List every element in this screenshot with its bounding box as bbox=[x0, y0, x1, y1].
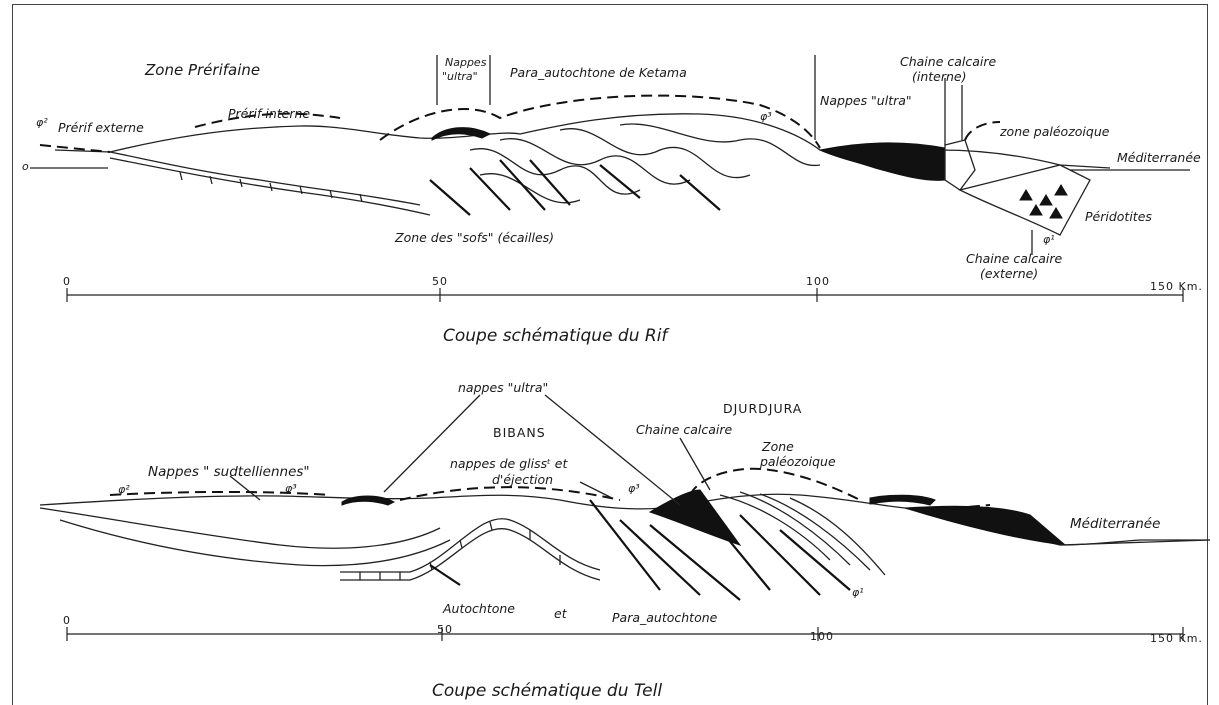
tell-scale-tick-150: 150 Km. bbox=[1150, 632, 1203, 645]
rif-label-chaine-externe-2: (externe) bbox=[980, 266, 1038, 281]
rif-peridotite-triangles bbox=[1020, 185, 1067, 218]
tell-scale-tick-50: 50 bbox=[437, 623, 453, 636]
rif-label-nappes-box-2: "ultra" bbox=[442, 70, 478, 83]
tell-label-mediterranee: Méditerranée bbox=[1070, 516, 1160, 532]
tell-label-djurdjura: DJURDJURA bbox=[723, 401, 802, 416]
rif-label-chaine-externe-1: Chaine calcaire bbox=[966, 251, 1063, 266]
rif-thrust-faults bbox=[430, 160, 720, 215]
tell-arrow-ultra-left bbox=[384, 395, 480, 492]
rif-phi3-envelope bbox=[380, 96, 820, 148]
rif-label-para-autochtone: Para_autochtone de Ketama bbox=[510, 65, 687, 80]
rif-folded-strata bbox=[470, 124, 820, 203]
rif-scale-tick-0: 0 bbox=[63, 275, 71, 288]
tell-base-line bbox=[40, 508, 440, 548]
tell-label-gliss-1: nappes de glissᵗ et bbox=[450, 456, 568, 471]
rif-scale-tick-50: 50 bbox=[432, 275, 448, 288]
rif-chaine-calcaire bbox=[945, 140, 975, 190]
rif-label-prerif-externe: Prérif externe bbox=[58, 120, 144, 135]
rif-label-phi3: φ³ bbox=[760, 110, 772, 123]
tell-label-nappes-ultra: nappes "ultra" bbox=[458, 380, 548, 395]
tell-label-phi3-left: φ³ bbox=[285, 482, 297, 495]
tell-label-bibans: BIBANS bbox=[493, 425, 546, 440]
rif-label-chaine-interne-2: (interne) bbox=[912, 69, 967, 84]
rif-scale-tick-150: 150 Km. bbox=[1150, 280, 1203, 293]
tell-label-chaine-calcaire: Chaine calcaire bbox=[636, 422, 733, 437]
tell-arrow-chaine bbox=[680, 438, 710, 490]
tell-phi2-envelope bbox=[110, 492, 330, 495]
rif-label-phi2: φ² bbox=[36, 116, 48, 129]
rif-caption: Coupe schématique du Rif bbox=[443, 326, 670, 346]
tell-label-para-autochtone: Para_autochtone bbox=[612, 610, 718, 625]
rif-label-nappes-ultra: Nappes "ultra" bbox=[820, 93, 912, 108]
tell-arrow-ultra-right bbox=[545, 395, 680, 505]
tell-label-gliss-2: d'éjection bbox=[492, 472, 553, 487]
rif-base-line bbox=[110, 152, 420, 205]
tell-label-phi2: φ² bbox=[118, 483, 130, 496]
rif-section: Zone Prérifaine Nappes "ultra" Para_auto… bbox=[22, 54, 1203, 346]
rif-label-prerif-interne: Prérif interne bbox=[228, 106, 310, 121]
tell-label-et: et bbox=[554, 606, 568, 621]
rif-zone-paleozoique-envelope bbox=[965, 122, 1000, 140]
tell-djurdjura-envelope bbox=[690, 469, 860, 500]
rif-label-phi1: φ¹ bbox=[1043, 233, 1055, 246]
tell-carbonate-bricks bbox=[360, 522, 560, 580]
rif-label-zero: o bbox=[22, 160, 29, 173]
rif-scale-tick-100: 100 bbox=[806, 275, 830, 288]
rif-label-zone-prerifaine: Zone Prérifaine bbox=[144, 61, 260, 79]
tell-label-zone-1: Zone bbox=[761, 439, 794, 454]
rif-label-zone-sofs: Zone des "sofs" (écailles) bbox=[394, 230, 554, 245]
rif-base-line-2 bbox=[110, 158, 430, 215]
tell-djurdjura-strata bbox=[720, 492, 885, 575]
tell-label-autochtone: Autochtone bbox=[442, 601, 515, 616]
tell-caption: Coupe schématique du Tell bbox=[432, 681, 662, 701]
tell-mediterranean-nappe bbox=[905, 506, 1065, 545]
rif-label-peridotites: Péridotites bbox=[1085, 209, 1152, 224]
rif-label-zone-paleozoique: zone paléozoique bbox=[999, 124, 1110, 139]
tell-label-nappes-sudtelliennes: Nappes " sudtelliennes" bbox=[148, 464, 310, 480]
tell-scale-tick-100: 100 bbox=[810, 630, 834, 643]
tell-coastal-klippe bbox=[870, 495, 935, 505]
rif-nappes-ultra-body bbox=[820, 143, 945, 180]
tell-label-zone-2: paléozoique bbox=[759, 454, 836, 469]
tell-section: nappes "ultra" DJURDJURA BIBANS Chaine c… bbox=[40, 380, 1210, 701]
tell-label-phi3-right: φ³ bbox=[628, 482, 640, 495]
tell-scale-tick-0: 0 bbox=[63, 614, 71, 627]
rif-label-nappes-box-1: Nappes bbox=[445, 56, 487, 69]
rif-label-mediterranee: Méditerranée bbox=[1117, 150, 1201, 165]
tell-label-phi1: φ¹ bbox=[852, 586, 864, 599]
rif-label-chaine-interne-1: Chaine calcaire bbox=[900, 54, 997, 69]
